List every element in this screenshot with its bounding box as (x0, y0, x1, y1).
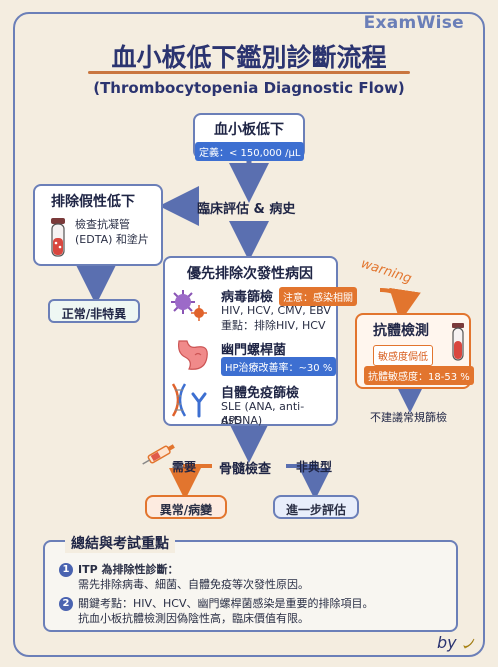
start-title: 血小板低下 (214, 122, 284, 138)
syringe-icon (142, 444, 175, 465)
number-badge-2: 2 (59, 597, 73, 611)
autoimmune-line2: APS (221, 414, 243, 427)
further-evaluation-box: 進一步評估 (273, 495, 359, 519)
signature-text: by (437, 633, 457, 652)
summary-item1-text: 需先排除病毒、細菌、自體免疫等次發性原因。 (78, 578, 309, 591)
summary-item2-title: 關鍵考點：HIV、HCV、幽門螺桿菌感染是重要的排除項目。 (78, 597, 374, 610)
clinical-evaluation-label: 臨床評估 & 病史 (197, 202, 296, 217)
virus-title: 病毒篩檢 (221, 290, 274, 305)
pseudo-line1: 檢查抗凝管 (75, 218, 130, 231)
secondary-title: 優先排除次發性病因 (187, 266, 313, 282)
arrow-marrow-to-further (286, 464, 331, 500)
autoimmune-title: 自體免疫篩檢 (221, 386, 300, 401)
poster-frame (13, 12, 485, 657)
virus-line2: 重點：排除HIV, HCV (221, 319, 326, 332)
banana-icon (462, 638, 475, 649)
dna-antibody-icon (171, 383, 207, 418)
autoimmune-line1: SLE (ANA, anti-dsDNA) (221, 400, 305, 427)
virus-line1: HIV, HCV, CMV, EBV (221, 304, 331, 317)
page-subtitle: (Thrombocytopenia Diagnostic Flow) (93, 79, 405, 97)
summary-item2-text: 抗血小板抗體檢測因偽陰性高，臨床價值有限。 (78, 612, 309, 625)
summary-item-1: 1 ITP 為排除性診斷： 需先排除病毒、細菌、自體免疫等次發性原因。 (59, 562, 309, 592)
hpylori-title: 幽門螺桿菌 (221, 343, 287, 358)
virus-icon (171, 290, 207, 321)
antibody-footer: 不建議常規篩檢 (370, 411, 447, 424)
blood-tube-icon (51, 218, 65, 257)
number-badge-1: 1 (59, 563, 73, 577)
hpylori-note-chip: HP治療改善率：~30 % (221, 357, 337, 376)
page-title: 血小板低下鑑別診斷流程 (111, 43, 387, 72)
summary-box: 總結與考試重點 1 ITP 為排除性診斷： 需先排除病毒、細菌、自體免疫等次發性原… (43, 533, 458, 632)
definition-chip: 定義：< 150,000 /μL (195, 142, 305, 161)
pseudo-line2: (EDTA) 和塗片 (75, 233, 149, 246)
start-box: 血小板低下 定義：< 150,000 /μL (193, 113, 305, 161)
signature: by (437, 633, 476, 652)
summary-item1-title: ITP 為排除性診斷： (78, 563, 179, 576)
antibody-title: 抗體檢測 (373, 323, 429, 339)
antibody-box: 抗體檢測 敏感度侷低 抗體敏感度：18-53 % (355, 313, 474, 389)
summary-item-2: 2 關鍵考點：HIV、HCV、幽門螺桿菌感染是重要的排除項目。 抗血小板抗體檢測因… (59, 596, 374, 626)
antibody-chip-sensitivity: 抗體敏感度：18-53 % (364, 366, 474, 385)
antibody-chip-sensitivity-low: 敏感度侷低 (373, 345, 433, 366)
summary-title: 總結與考試重點 (65, 533, 175, 553)
arrow-warning-to-antibody (379, 287, 421, 322)
pseudo-title: 排除假性低下 (51, 194, 135, 210)
atypical-label: 非典型 (296, 460, 333, 474)
abnormal-box: 異常/病變 (145, 495, 227, 519)
brand-logo: ExamWise (363, 13, 464, 33)
normal-box: 正常/非特異 (48, 299, 140, 323)
virus-note-chip: 注意：感染相關 (279, 287, 357, 306)
secondary-causes-box: 優先排除次發性病因 病毒篩檢 注意：感染相關 HIV, HCV, CMV, EB… (163, 256, 357, 427)
bone-marrow-label: 骨髓檢查 (219, 462, 272, 477)
pseudo-box: 排除假性低下 檢查抗凝管 (EDTA) 和塗片 (33, 184, 163, 266)
test-tube-icon (452, 323, 464, 361)
need-label: 需要 (172, 460, 197, 474)
stomach-icon (178, 340, 208, 370)
arrow-marrow-to-abnormal (169, 464, 212, 500)
title-underline (88, 71, 410, 74)
